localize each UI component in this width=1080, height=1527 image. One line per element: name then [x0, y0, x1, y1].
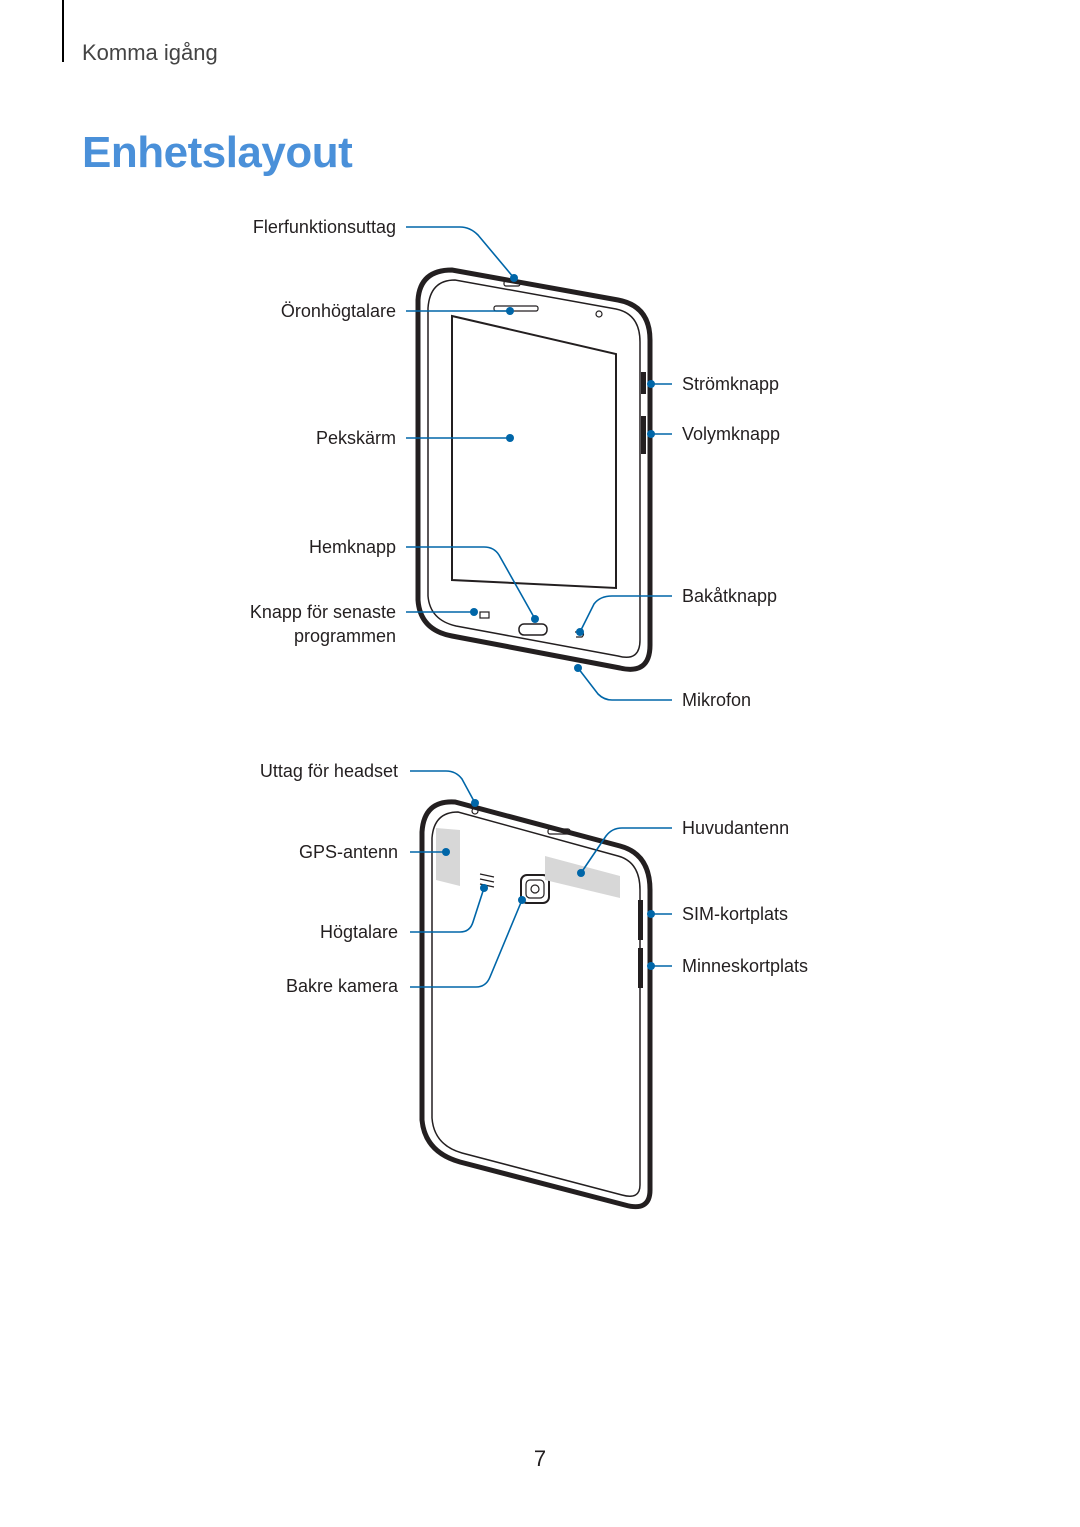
- gps-antenna-area: [436, 828, 460, 886]
- chapter-rule: [62, 0, 64, 62]
- label-oronhogtalare: Öronhögtalare: [280, 301, 396, 321]
- label-hogtalare: Högtalare: [319, 922, 398, 942]
- label-gps: GPS-antenn: [298, 842, 398, 862]
- label-mikrofon: Mikrofon: [682, 690, 752, 710]
- front-callouts: [406, 226, 672, 701]
- front-device: [415, 267, 653, 672]
- chapter-heading: Komma igång: [82, 40, 218, 65]
- back-callouts: [410, 770, 672, 988]
- label-minneskort: Minneskortplats: [682, 956, 809, 976]
- label-senaste-line2: programmen: [293, 626, 396, 646]
- label-bakatknapp: Bakåtknapp: [682, 586, 778, 606]
- page-number: 7: [533, 1446, 547, 1471]
- front-callout-dots: [470, 274, 655, 672]
- page-title: Enhetslayout: [82, 128, 353, 177]
- label-volymknapp: Volymknapp: [682, 424, 781, 444]
- main-antenna-area: [545, 856, 620, 898]
- back-device: [419, 799, 653, 1210]
- label-flerfunktionsuttag: Flerfunktionsuttag: [252, 217, 396, 237]
- label-headset: Uttag för headset: [259, 761, 398, 781]
- label-huvudantenn: Huvudantenn: [682, 818, 790, 838]
- label-kamera: Bakre kamera: [285, 976, 398, 996]
- antenna-areas: [436, 828, 620, 898]
- back-callout-dots: [442, 799, 655, 970]
- label-hemknapp: Hemknapp: [308, 537, 396, 557]
- label-sim: SIM-kortplats: [682, 904, 789, 924]
- label-stromknapp: Strömknapp: [682, 374, 780, 394]
- label-senaste-line1: Knapp för senaste: [249, 602, 396, 622]
- label-pekskarm: Pekskärm: [315, 428, 396, 448]
